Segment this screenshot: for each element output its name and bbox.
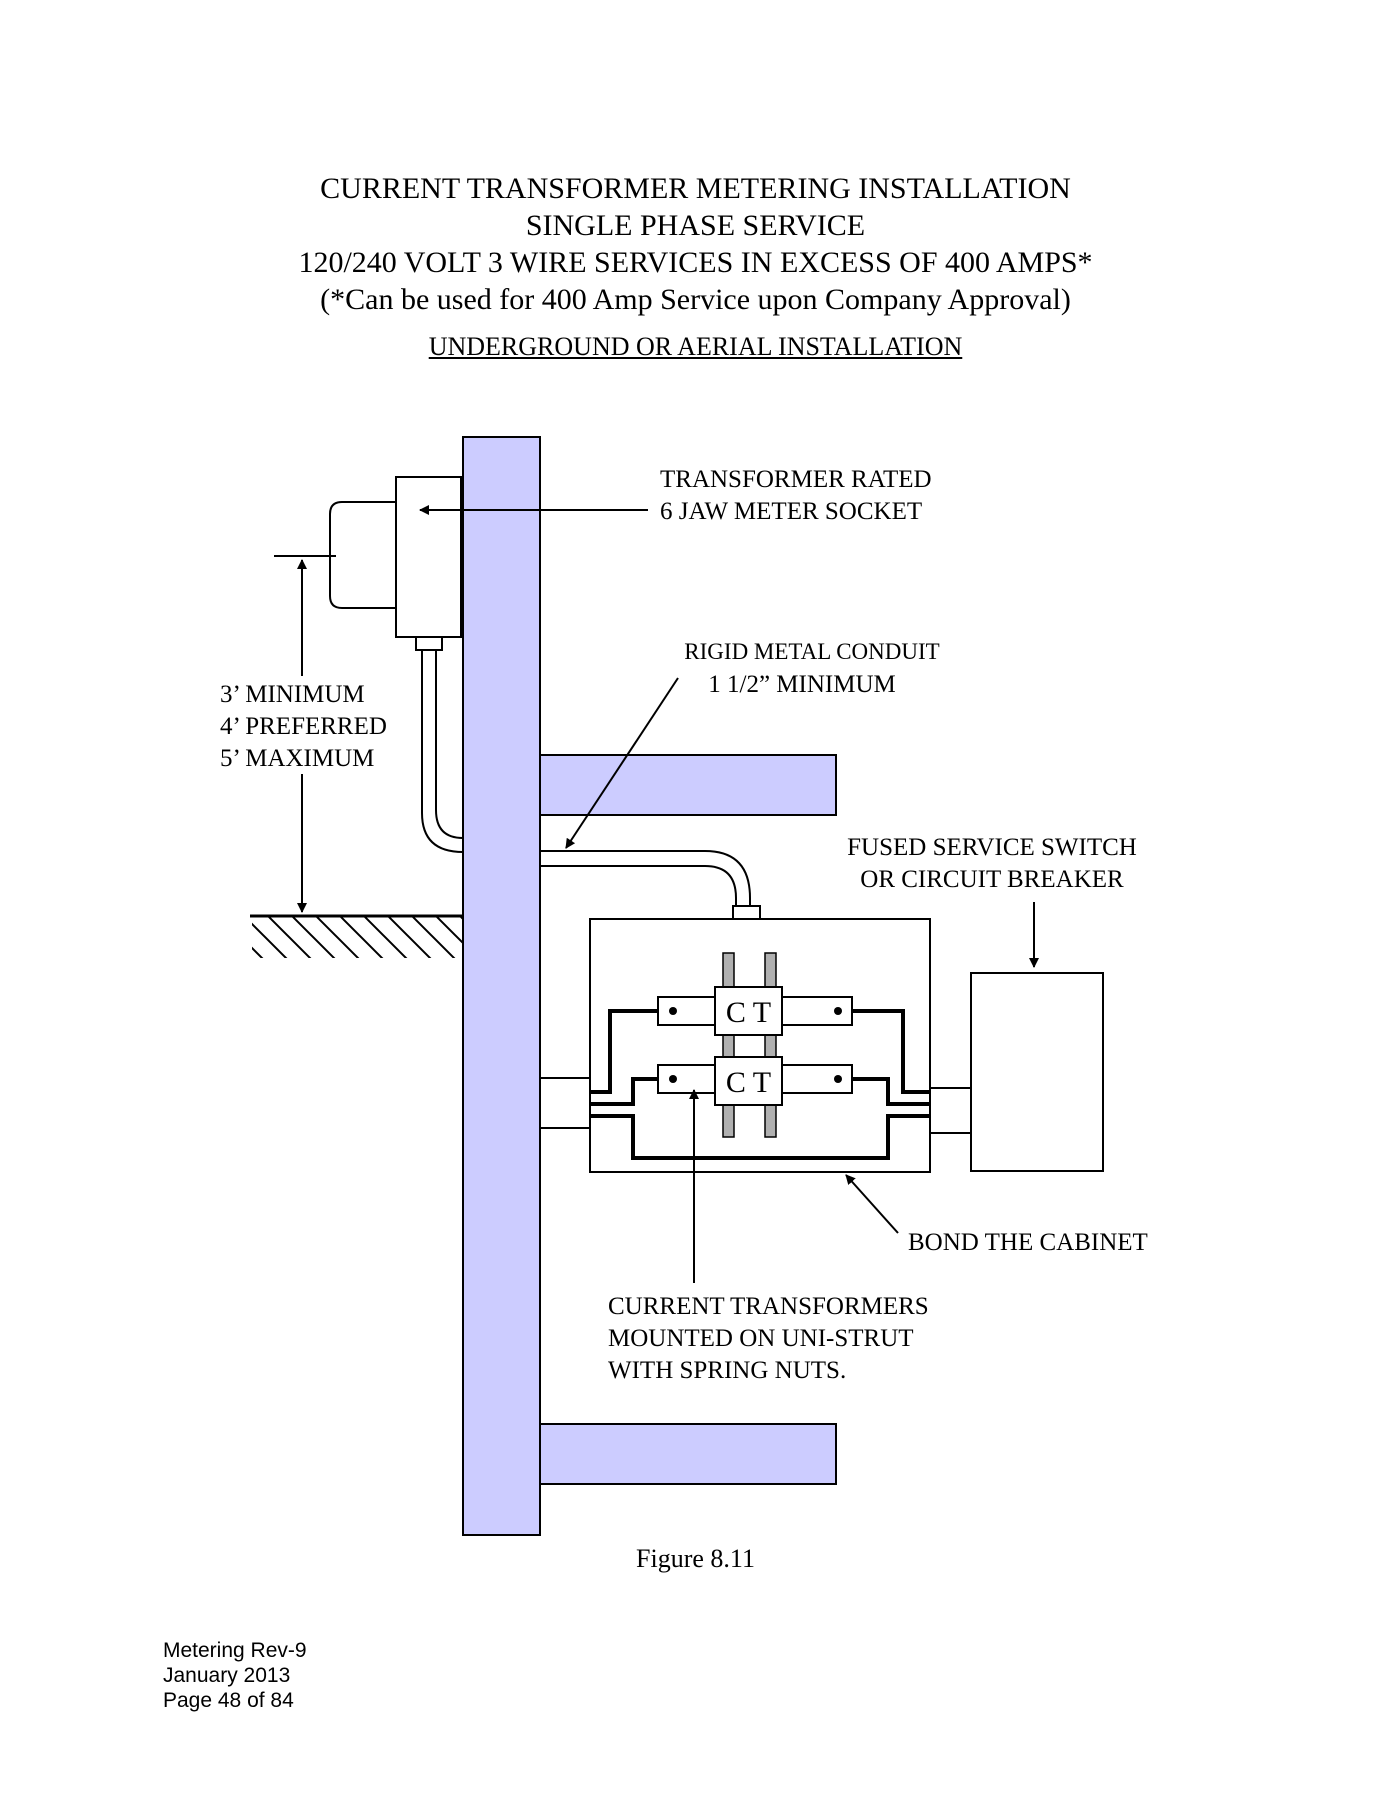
ct-bar-upper-left [657,996,716,1026]
socket-fitting [415,636,443,651]
ct-mount-label-line-1: CURRENT TRANSFORMERS [608,1293,929,1320]
ct-mount-label-line-2: MOUNTED ON UNI-STRUT [608,1325,914,1352]
ct-upper [714,986,783,1036]
bond-label: BOND THE CABINET [908,1229,1148,1256]
page-footer: Metering Rev-9 January 2013 Page 48 of 8… [163,1638,307,1713]
ct-mount-label-line-3: WITH SPRING NUTS. [608,1357,846,1384]
upper-crossbeam [539,754,837,816]
footer-date: January 2013 [163,1664,291,1687]
footer-revision: Metering Rev-9 [163,1639,307,1662]
uni-strut-right [764,952,777,1138]
uni-strut-left [722,952,735,1138]
lower-crossbeam [539,1423,837,1485]
bar-bolt [669,1007,677,1015]
meter-socket-label-line-1: TRANSFORMER RATED [660,466,932,493]
title-line-3: 120/240 VOLT 3 WIRE SERVICES IN EXCESS O… [298,246,1093,279]
wall-nipple [539,1077,591,1129]
switch-label-line-1: FUSED SERVICE SWITCH [847,834,1137,861]
bar-bolt [834,1007,842,1015]
height-label-preferred: 4’ PREFERRED [220,713,387,740]
bar-bolt [669,1075,677,1083]
cabinet-fitting [732,905,761,920]
meter-socket-box [395,476,462,638]
title-block: CURRENT TRANSFORMER METERING INSTALLATIO… [0,170,1391,362]
conduit-label-line-1: RIGID METAL CONDUIT [684,639,939,664]
bond-arrow [845,1174,899,1234]
ground-hatch [252,916,463,958]
switch-label-line-2: OR CIRCUIT BREAKER [860,866,1124,893]
wall-post [462,436,541,1536]
service-switch-box [970,972,1104,1172]
neutral-conductor [590,1114,930,1160]
footer-page-number: Page 48 of 84 [163,1689,294,1712]
conduit-arrow [565,677,679,849]
ct-upper-label: C T [726,996,771,1029]
meter-dome [329,501,396,609]
conduit-horizontal [540,850,751,906]
ct-lower-label: C T [726,1066,771,1099]
height-label-maximum: 5’ MAXIMUM [220,745,374,772]
title-line-2: SINGLE PHASE SERVICE [525,209,866,242]
section-subtitle: UNDERGROUND OR AERIAL INSTALLATION [428,332,963,361]
title-line-4: (*Can be used for 400 Amp Service upon C… [320,283,1071,316]
conduit-vertical [421,650,464,853]
conduit-label-line-2: 1 1/2” MINIMUM [708,671,896,698]
conductor-upper [590,1009,930,1094]
bar-bolt [834,1075,842,1083]
ct-lower [714,1056,783,1106]
conductor-lower [590,1077,930,1106]
title-line-1: CURRENT TRANSFORMER METERING INSTALLATIO… [320,172,1071,205]
switch-nipple [929,1087,972,1134]
ct-bar-lower-left [657,1064,716,1094]
figure-caption: Figure 8.11 [636,1544,755,1573]
meter-socket-label-line-2: 6 JAW METER SOCKET [660,498,922,525]
height-label-minimum: 3’ MINIMUM [220,681,365,708]
ct-cabinet [589,918,931,1173]
